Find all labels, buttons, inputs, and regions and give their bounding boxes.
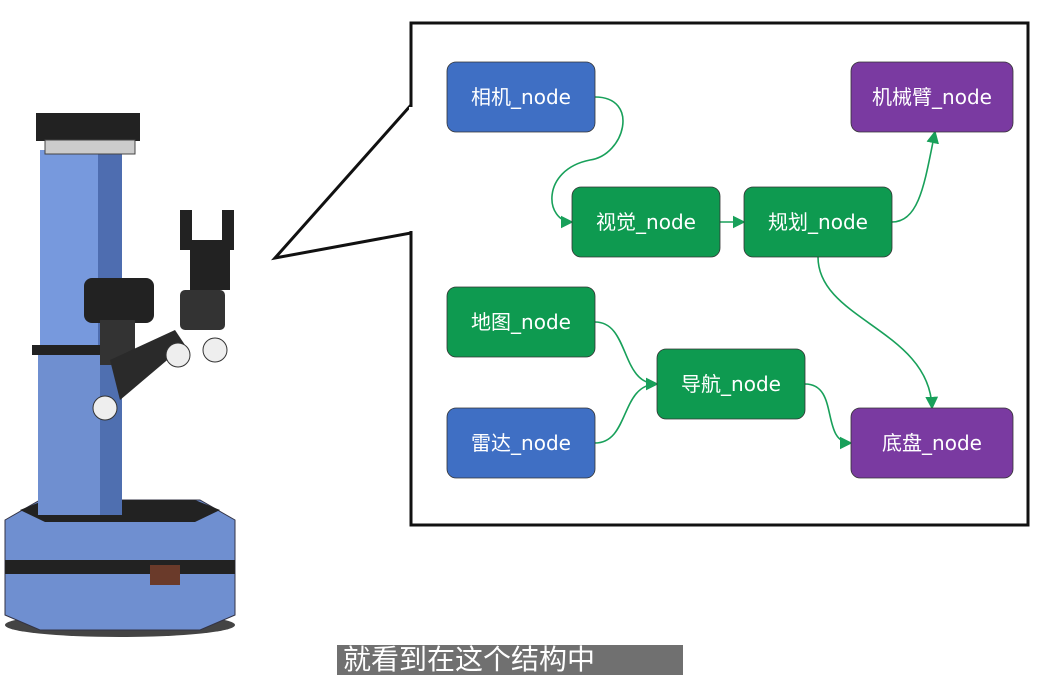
node-box bbox=[743, 186, 893, 258]
edge-nav-to-chassis bbox=[804, 383, 853, 450]
node-arm: 机械臂_node bbox=[850, 61, 1014, 133]
node-box bbox=[446, 286, 596, 358]
node-box bbox=[850, 61, 1014, 133]
node-box bbox=[446, 407, 596, 479]
node-planning: 规划_node bbox=[743, 186, 893, 258]
edge-planning-to-chassis bbox=[817, 256, 939, 410]
node-label: 底盘_node bbox=[882, 431, 982, 455]
node-label: 规划_node bbox=[768, 210, 868, 234]
node-box bbox=[571, 186, 721, 258]
node-label: 地图_node bbox=[471, 310, 571, 334]
node-box bbox=[850, 407, 1014, 479]
node-label: 机械臂_node bbox=[872, 85, 992, 109]
edges bbox=[551, 96, 939, 450]
node-vision: 视觉_node bbox=[571, 186, 721, 258]
robot-illustration bbox=[4, 113, 236, 637]
subtitle-caption: 就看到在这个结构中 bbox=[337, 645, 683, 675]
node-chassis: 底盘_node bbox=[850, 407, 1014, 479]
edge-camera-to-vision bbox=[551, 96, 624, 229]
node-label: 导航_node bbox=[681, 372, 781, 396]
edge-lidar-to-nav bbox=[594, 377, 659, 444]
node-label: 视觉_node bbox=[596, 210, 696, 234]
node-label: 相机_node bbox=[471, 85, 571, 109]
node-label: 雷达_node bbox=[471, 431, 571, 455]
scene: 相机_node 视觉_node 规划_node 机械臂_node 地图_node 导航_n… bbox=[4, 21, 1030, 637]
node-box bbox=[446, 61, 596, 133]
node-nav: 导航_node bbox=[656, 348, 806, 420]
edge-planning-to-arm bbox=[891, 130, 939, 223]
nodes: 相机_node 视觉_node 规划_node 机械臂_node 地图_node 导航_n… bbox=[446, 61, 1014, 479]
node-camera: 相机_node bbox=[446, 61, 596, 133]
node-lidar: 雷达_node bbox=[446, 407, 596, 479]
node-box bbox=[656, 348, 806, 420]
node-map: 地图_node bbox=[446, 286, 596, 358]
